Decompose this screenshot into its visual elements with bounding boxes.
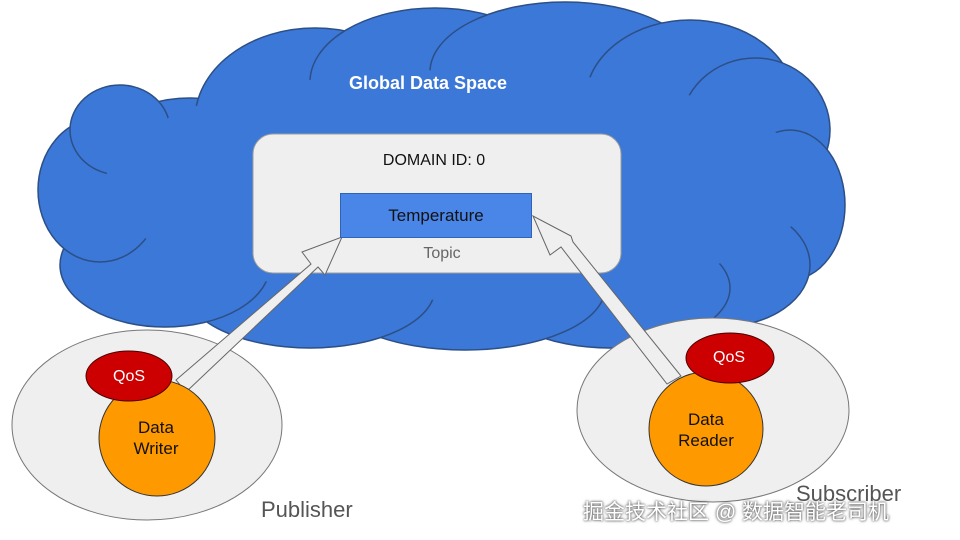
topic-name: Temperature bbox=[388, 206, 484, 225]
data-reader-label: Data Reader bbox=[651, 409, 761, 451]
topic-box bbox=[340, 193, 532, 238]
publisher-label: Publisher bbox=[261, 497, 353, 522]
cloud-title: Global Data Space bbox=[348, 73, 508, 93]
writer-qos-label: QoS bbox=[112, 368, 146, 385]
data-reader-line-1: Data bbox=[688, 410, 724, 429]
writer-to-topic-arrow bbox=[175, 236, 343, 393]
data-reader-line-2: Reader bbox=[678, 431, 734, 450]
data-writer-line-2: Writer bbox=[133, 439, 179, 458]
writer-qos-ellipse bbox=[85, 350, 173, 402]
watermark-text: 掘金技术社区 @ 数据智能老司机 bbox=[583, 501, 889, 524]
domain-id-label: DOMAIN ID: 0 bbox=[382, 152, 486, 169]
reader-qos-ellipse bbox=[685, 332, 775, 384]
reader-to-topic-arrow bbox=[531, 214, 682, 385]
topic-caption: Topic bbox=[423, 245, 461, 262]
data-writer-label: Data Writer bbox=[101, 417, 211, 459]
data-writer-line-1: Data bbox=[138, 418, 174, 437]
reader-qos-label: QoS bbox=[712, 349, 746, 366]
subscriber-label: Subscriber bbox=[796, 481, 902, 506]
